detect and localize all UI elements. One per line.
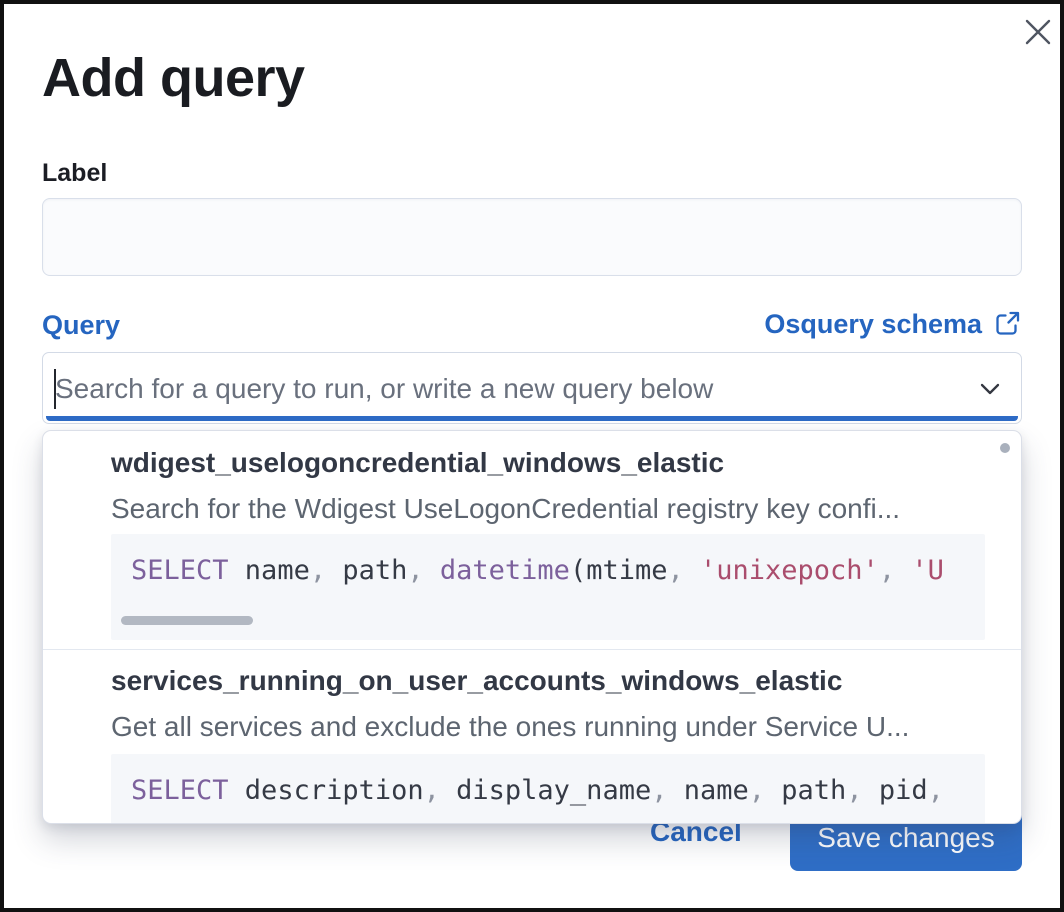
option-code-snippet: SELECT description, display_name, name, … bbox=[111, 754, 985, 823]
code-line: SELECT name, path, datetime(mtime, 'unix… bbox=[131, 555, 944, 586]
query-field-label: Query bbox=[42, 310, 121, 340]
save-changes-label: Save changes bbox=[817, 821, 995, 853]
focus-underline bbox=[46, 416, 1018, 421]
chevron-down-icon[interactable] bbox=[975, 374, 1005, 404]
option-code-snippet: SELECT name, path, datetime(mtime, 'unix… bbox=[111, 534, 985, 640]
query-options-listbox: wdigest_uselogoncredential_windows_elast… bbox=[42, 430, 1022, 824]
close-button[interactable] bbox=[1016, 10, 1060, 54]
code-line: SELECT description, display_name, name, … bbox=[131, 775, 944, 806]
label-field-label: Label bbox=[42, 159, 108, 187]
query-search-input[interactable] bbox=[53, 354, 951, 424]
option-divider bbox=[43, 649, 1021, 650]
modal-title: Add query bbox=[42, 48, 305, 108]
option-title: services_running_on_user_accounts_window… bbox=[111, 665, 843, 696]
label-input[interactable] bbox=[42, 198, 1022, 276]
external-link-icon bbox=[992, 309, 1022, 339]
vertical-scrollbar-thumb[interactable] bbox=[1000, 443, 1010, 453]
option-description: Get all services and exclude the ones ru… bbox=[111, 711, 910, 742]
osquery-schema-link[interactable]: Osquery schema bbox=[764, 306, 1022, 342]
text-cursor bbox=[54, 369, 56, 409]
query-combobox[interactable] bbox=[42, 352, 1022, 424]
horizontal-scrollbar-thumb[interactable] bbox=[121, 616, 253, 625]
close-icon bbox=[1023, 17, 1053, 47]
option-description: Search for the Wdigest UseLogonCredentia… bbox=[111, 493, 901, 524]
option-title: wdigest_uselogoncredential_windows_elast… bbox=[111, 447, 725, 478]
osquery-schema-link-label: Osquery schema bbox=[764, 309, 982, 339]
